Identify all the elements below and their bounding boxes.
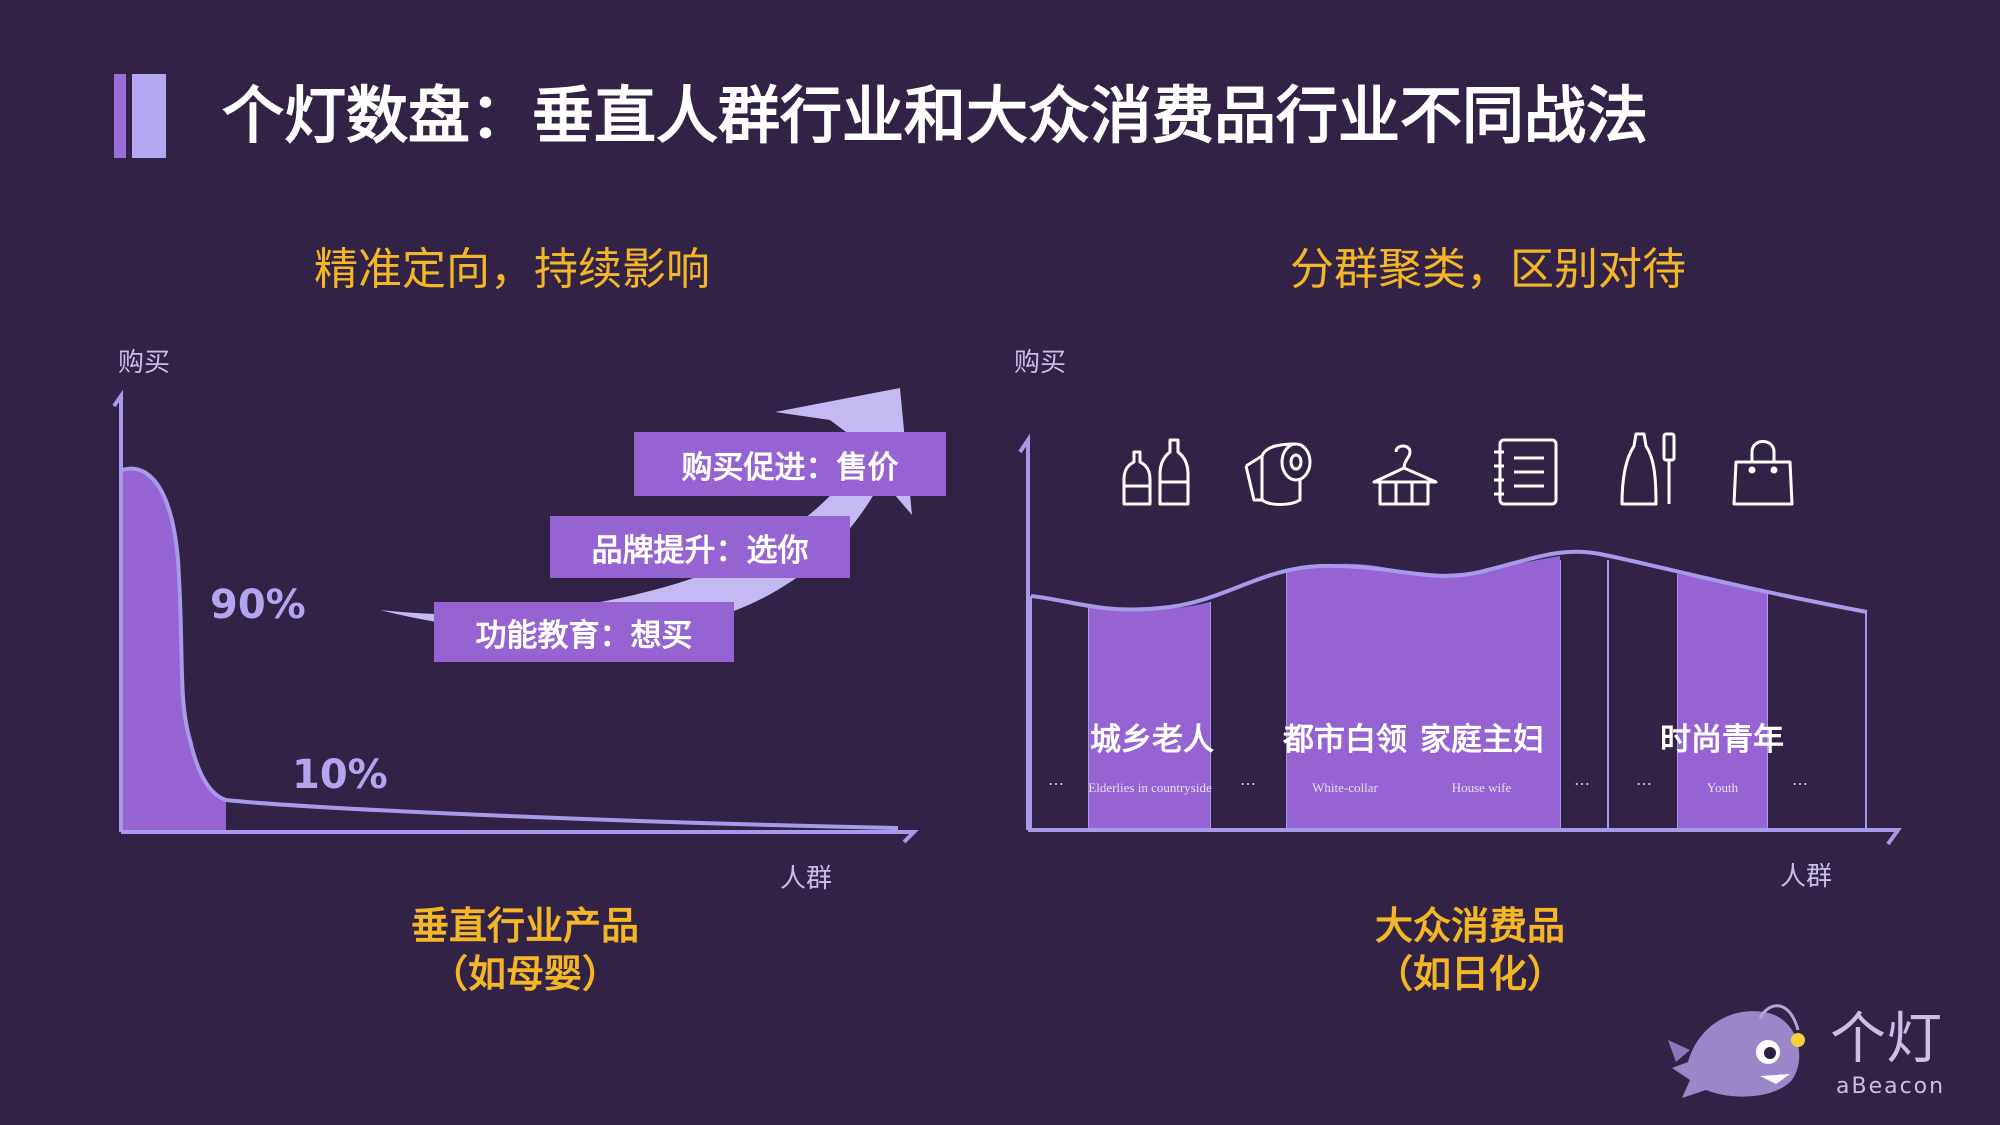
segment-whitecollar xyxy=(1287,563,1403,830)
pct-90-label: 90% xyxy=(210,582,306,628)
left-x-axis-label: 人群 xyxy=(780,864,833,894)
ellipsis-2: … xyxy=(1240,770,1256,789)
anglerfish-logo-icon xyxy=(1668,1004,1805,1098)
left-y-axis xyxy=(112,389,123,832)
right-caption-line1: 大众消费品 xyxy=(1374,904,1565,948)
segment-youth xyxy=(1678,574,1767,830)
left-y-axis-label: 购买 xyxy=(118,348,171,378)
consumer-curve xyxy=(1030,549,1868,614)
head-area xyxy=(122,468,226,832)
growth-arrow xyxy=(380,388,912,634)
left-caption: 垂直行业产品 （如母婴） xyxy=(380,902,670,998)
right-caption: 大众消费品 （如日化） xyxy=(1330,902,1610,998)
long-tail-curve xyxy=(121,466,899,830)
left-subtitle: 精准定向，持续影响 xyxy=(314,244,710,295)
logo-zh: 个灯 xyxy=(1830,1007,1942,1072)
group-whitecollar-label: 都市白领 xyxy=(1283,722,1407,758)
group-whitecollar-en: White-collar xyxy=(1312,780,1378,795)
ellipsis-3: … xyxy=(1574,770,1590,789)
toilet-paper-icon xyxy=(1244,442,1312,506)
step-purchase-promotion: 购买促进：售价 xyxy=(634,432,946,496)
right-x-axis-label: 人群 xyxy=(1780,862,1833,892)
segment-housewife xyxy=(1403,556,1560,830)
segment-elderly xyxy=(1089,602,1210,830)
right-subtitle: 分群聚类，区别对待 xyxy=(1290,244,1686,295)
ellipsis-4: … xyxy=(1636,770,1652,789)
group-elderly-en: Elderlies in countryside xyxy=(1088,780,1212,795)
toothpaste-brush-icon xyxy=(1620,432,1676,506)
group-youth-en: Youth xyxy=(1706,780,1739,795)
left-caption-line1: 垂直行业产品 xyxy=(410,904,639,948)
ellipsis-5: … xyxy=(1792,770,1808,789)
group-housewife-en: House wife xyxy=(1451,780,1512,795)
right-x-axis xyxy=(1028,828,1902,846)
right-y-axis-label: 购买 xyxy=(1014,348,1067,378)
shopping-bag-icon xyxy=(1732,440,1794,506)
pct-10-label: 10% xyxy=(292,752,388,798)
ellipsis-1: … xyxy=(1048,770,1064,789)
step-function-education: 功能教育：想买 xyxy=(434,602,734,662)
notebook-icon xyxy=(1494,438,1558,506)
right-caption-line2: （如日化） xyxy=(1374,952,1565,996)
right-y-axis xyxy=(1018,433,1030,830)
group-housewife-label: 家庭主妇 xyxy=(1420,722,1544,758)
step-brand-lift: 品牌提升：选你 xyxy=(550,516,850,578)
bottles-icon xyxy=(1122,438,1190,506)
title-accent-bar xyxy=(114,74,126,158)
left-caption-line2: （如母婴） xyxy=(429,952,620,996)
title-accent-bar-light xyxy=(132,74,166,158)
group-elderly-label: 城乡老人 xyxy=(1090,722,1214,758)
group-youth-label: 时尚青年 xyxy=(1660,722,1784,758)
left-x-axis xyxy=(121,830,919,844)
hanger-icon xyxy=(1372,444,1438,506)
page-title: 个灯数盘：垂直人群行业和大众消费品行业不同战法 xyxy=(222,79,1649,152)
logo-en: aBeacon xyxy=(1836,1074,1946,1099)
